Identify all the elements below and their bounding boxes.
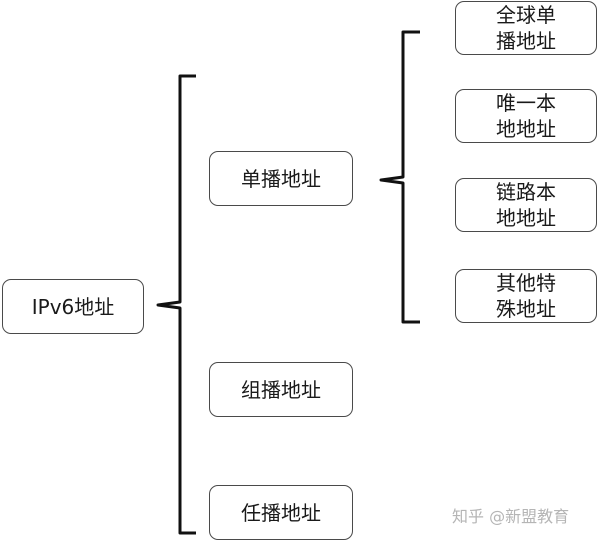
multicast-address-node: 组播地址 bbox=[209, 362, 353, 417]
node-label: 链路本 地地址 bbox=[496, 180, 556, 230]
node-label: 全球单 播地址 bbox=[496, 3, 556, 53]
unicast-bracket bbox=[379, 30, 420, 324]
anycast-address-node: 任播地址 bbox=[209, 485, 353, 540]
link-local-address-node: 链路本 地地址 bbox=[455, 178, 597, 232]
watermark: 知乎 @新盟教育 bbox=[452, 507, 570, 526]
node-label: IPv6地址 bbox=[31, 294, 115, 319]
node-label: 其他特 殊地址 bbox=[496, 271, 556, 321]
node-label: 唯一本 地地址 bbox=[496, 91, 556, 141]
special-address-node: 其他特 殊地址 bbox=[455, 269, 597, 323]
unicast-address-node: 单播地址 bbox=[209, 151, 353, 206]
node-label: 任播地址 bbox=[241, 500, 321, 525]
node-label: 单播地址 bbox=[241, 166, 321, 191]
unique-local-address-node: 唯一本 地地址 bbox=[455, 89, 597, 143]
root-bracket bbox=[156, 74, 196, 535]
node-label: 组播地址 bbox=[241, 377, 321, 402]
global-unicast-address-node: 全球单 播地址 bbox=[455, 1, 597, 55]
ipv6-address-node: IPv6地址 bbox=[2, 279, 144, 334]
